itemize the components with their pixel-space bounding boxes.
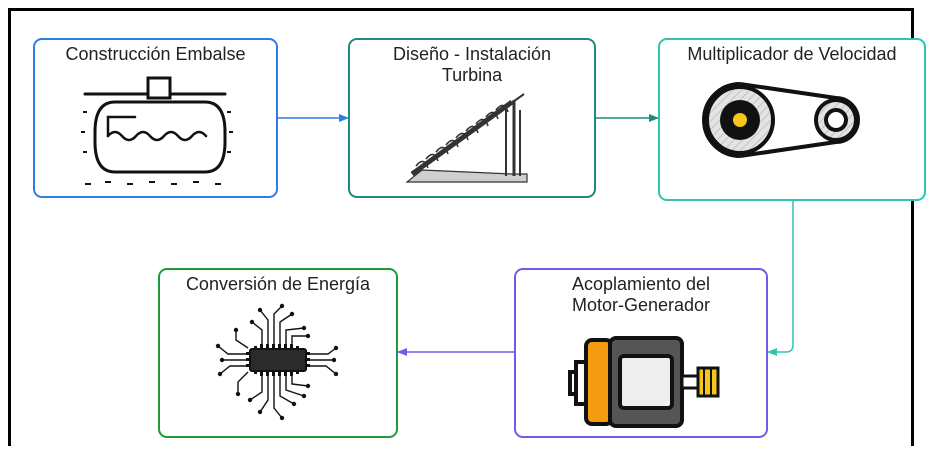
node-title-line-1: Acoplamiento del <box>571 274 711 294</box>
node-title: Acoplamiento del Motor-Generador <box>516 274 766 316</box>
screw-turbine-icon <box>405 93 528 183</box>
dc-motor-icon <box>568 336 720 428</box>
node-title: Construcción Embalse <box>65 44 246 64</box>
reservoir-tank-icon <box>81 76 233 185</box>
microchip-icon <box>215 303 339 421</box>
node-title-line-2: Turbina <box>441 65 503 85</box>
node-conversion-energia: Conversión de Energía <box>158 268 398 438</box>
node-diseno-instalacion-turbina: Diseño - Instalación Turbina <box>348 38 596 198</box>
node-acoplamiento-motor-generador: Acoplamiento del Motor-Generador <box>514 268 768 438</box>
belt-pulley-icon <box>702 82 860 158</box>
node-title: Diseño - Instalación Turbina <box>350 44 594 86</box>
node-title: Conversión de Energía <box>185 274 371 294</box>
node-multiplicador-velocidad: Multiplicador de Velocidad <box>658 38 926 201</box>
node-title-line-1: Diseño - Instalación <box>392 44 552 64</box>
edge-multiplicador-acoplamiento <box>767 201 794 356</box>
node-construccion-embalse: Construcción Embalse <box>33 38 278 198</box>
node-title-line-2: Motor-Generador <box>571 295 711 315</box>
node-title: Multiplicador de Velocidad <box>687 44 897 64</box>
